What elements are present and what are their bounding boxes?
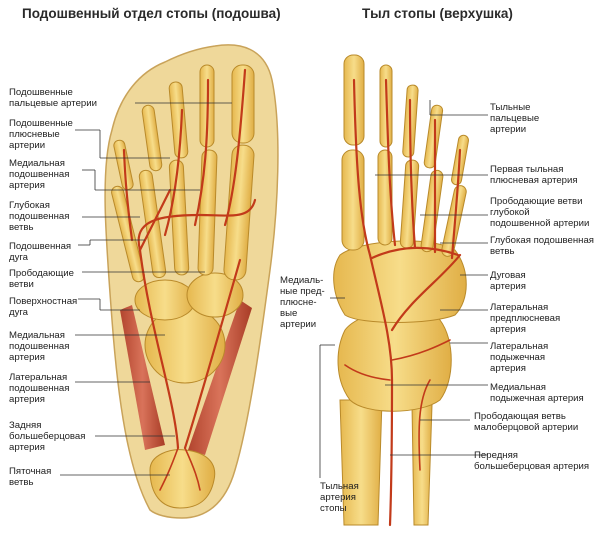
label-dorsal-digital-arteries: Тыльные пальцевые артерии bbox=[490, 102, 540, 135]
plantar-title: Подошвенный отдел стопы (подошва) bbox=[22, 6, 281, 21]
label-perforating-branch-peroneal: Прободающая ветвь малоберцовой артерии bbox=[474, 411, 579, 433]
label-plantar-arch: Подошвенная дуга bbox=[9, 241, 72, 263]
label-lateral-tarsal-artery: Латеральная предплюсневая артерия bbox=[490, 302, 561, 335]
label-lateral-plantar-artery: Латеральная подошвенная артерия bbox=[9, 372, 70, 405]
label-posterior-tibial-artery: Задняя большеберцовая артерия bbox=[9, 420, 86, 453]
plantar-arteries bbox=[122, 68, 257, 491]
label-medial-plantar-artery-2: Медиальная подошвенная артерия bbox=[9, 330, 70, 363]
label-arcuate-artery: Дуговая артерия bbox=[490, 270, 526, 292]
label-plantar-metatarsal-arteries: Подошвенные плюсневые артерии bbox=[9, 118, 73, 151]
label-anterior-tibial-artery: Передняя большеберцовая артерия bbox=[474, 450, 590, 472]
label-superficial-arch: Поверхностная дуга bbox=[9, 296, 78, 318]
dorsal-toe-bones bbox=[341, 54, 469, 257]
leader-lines bbox=[60, 100, 488, 478]
label-medial-tarsal-arteries: Медиаль- ные пред- плюсне- вые артерии bbox=[280, 275, 325, 330]
label-deep-plantar-branch-dorsal: Глубокая подошвенная ветвь bbox=[490, 235, 594, 257]
plantar-navicular-bone bbox=[186, 272, 244, 318]
dorsal-title: Тыл стопы (верхушка) bbox=[362, 6, 513, 21]
label-dorsalis-pedis-artery: Тыльная артерия стопы bbox=[320, 481, 359, 514]
plantar-foot-view bbox=[104, 44, 279, 519]
label-perforating-branches-deep-plantar: Прободающие ветви глубокой подошвенной а… bbox=[490, 196, 590, 229]
label-lateral-malleolar-artery: Латеральная подыжечная артерия bbox=[490, 341, 549, 374]
plantar-cuboid-bone bbox=[134, 279, 196, 321]
label-deep-plantar-branch: Глубокая подошвенная ветвь bbox=[9, 200, 70, 233]
label-calcaneal-branch: Пяточная ветвь bbox=[9, 466, 52, 488]
dorsal-foot-view bbox=[333, 54, 469, 527]
plantar-muscle-medial bbox=[188, 300, 252, 455]
label-first-dorsal-metatarsal-artery: Первая тыльная плюсневая артерия bbox=[490, 164, 578, 186]
dorsal-fibula bbox=[411, 404, 433, 526]
label-medial-plantar-artery-1: Медиальная подошвенная артерия bbox=[9, 158, 70, 191]
plantar-muscle-lateral bbox=[120, 305, 165, 450]
label-plantar-digital-arteries: Подошвенные пальцевые артерии bbox=[9, 87, 97, 109]
label-medial-malleolar-artery: Медиальная подыжечная артерия bbox=[490, 382, 584, 404]
label-perforating-branches: Прободающие ветви bbox=[9, 268, 74, 290]
dorsal-arteries bbox=[344, 78, 462, 527]
plantar-calcaneus bbox=[149, 449, 216, 509]
